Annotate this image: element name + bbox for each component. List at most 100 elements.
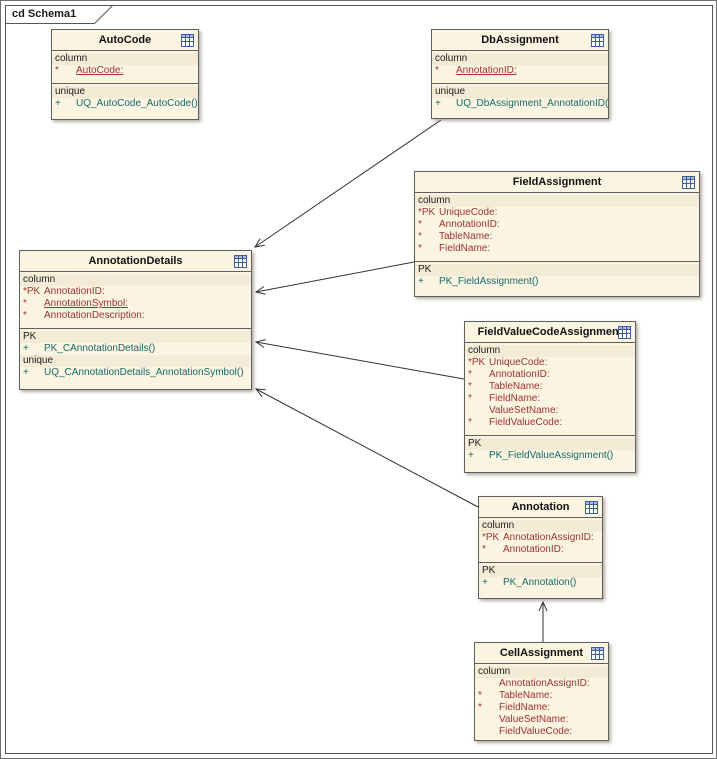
compartment-label: PK xyxy=(479,565,602,577)
row-prefix xyxy=(465,405,489,417)
column-row: * FieldName: xyxy=(465,393,635,405)
row-prefix: * xyxy=(468,393,472,404)
compartment-label: unique xyxy=(432,86,608,98)
row-prefix xyxy=(475,678,499,690)
row-text: PK_FieldAssignment() xyxy=(439,276,539,287)
row-text: ValueSetName: xyxy=(489,405,559,416)
compartment-label: column xyxy=(475,666,608,678)
operation-row: +UQ_DbAssignment_AnnotationID() xyxy=(432,98,608,110)
connector-fieldvaluecodeassignment-annotationdetails[interactable] xyxy=(254,339,465,380)
frame-label: cd Schema1 xyxy=(12,8,77,20)
compartment-label: PK xyxy=(465,438,635,450)
row-text: AnnotationID: xyxy=(456,65,517,76)
row-text: TableName: xyxy=(439,231,493,242)
row-prefix: + xyxy=(55,98,61,109)
operation-row: + UQ_CAnnotationDetails_AnnotationSymbol(… xyxy=(20,367,251,379)
row-text: AnnotationDescription: xyxy=(44,310,145,321)
column-row: *FieldValueCode: xyxy=(465,417,635,429)
row-prefix: * xyxy=(418,243,422,254)
row-text: AutoCode: xyxy=(76,65,124,76)
row-prefix: * xyxy=(23,298,27,309)
connector-dbassignment-annotationdetails[interactable] xyxy=(253,119,442,248)
row-prefix: * xyxy=(478,702,482,713)
row-text: AnnotationID: xyxy=(44,286,105,297)
column-row: FieldValueCode: xyxy=(475,726,608,738)
column-row: *AnnotationDescription: xyxy=(20,310,251,322)
entity-title-bar: AutoCode xyxy=(52,30,198,51)
row-text: FieldName: xyxy=(489,393,541,404)
compartment-label: column xyxy=(415,195,699,207)
compartment-label: column xyxy=(465,345,635,357)
row-prefix: * xyxy=(468,369,472,380)
entity-compartment: PK+PK_CAnnotationDetails()unique+UQ_CAnn… xyxy=(20,328,251,385)
entity-title-bar: Annotation xyxy=(479,497,602,518)
row-prefix: *PK xyxy=(23,286,41,297)
row-text: UQ_CAnnotationDetails_AnnotationSymbol() xyxy=(44,367,244,378)
column-row: AnnotationAssignID: xyxy=(475,678,608,690)
column-row: *FieldName: xyxy=(415,243,699,255)
compartment-label: column xyxy=(20,274,251,286)
column-row: * TableName: xyxy=(475,690,608,702)
table-icon xyxy=(585,501,598,514)
row-text: PK_FieldValueAssignment() xyxy=(489,450,614,461)
row-prefix: * xyxy=(55,65,59,76)
entity-title: DbAssignment xyxy=(481,34,559,46)
table-icon xyxy=(618,326,631,339)
row-prefix: + xyxy=(23,367,29,378)
entity-compartment: PK+PK_FieldAssignment() xyxy=(415,261,699,294)
table-icon xyxy=(591,34,604,47)
operation-row: +PK_FieldAssignment() xyxy=(415,276,699,288)
table-icon xyxy=(181,34,194,47)
row-prefix: + xyxy=(482,577,488,588)
row-text: ValueSetName: xyxy=(499,714,569,725)
connector-annotation-annotationdetails[interactable] xyxy=(254,388,479,508)
row-text: FieldName: xyxy=(499,702,551,713)
entity-title: FieldAssignment xyxy=(512,176,602,188)
row-prefix: * xyxy=(478,690,482,701)
entity-title-bar: DbAssignment xyxy=(432,30,608,51)
row-prefix: * xyxy=(435,65,439,76)
column-row: * FieldName: xyxy=(475,702,608,714)
column-row: * AutoCode: xyxy=(52,65,198,77)
row-text: PK_Annotation() xyxy=(503,577,577,588)
row-prefix: * xyxy=(418,231,422,242)
entity-title: AnnotationDetails xyxy=(88,255,183,267)
entity-compartment: unique+UQ_AutoCode_AutoCode() xyxy=(52,83,198,116)
operation-row: +PK_CAnnotationDetails() xyxy=(20,343,251,355)
compartment-label: unique xyxy=(20,355,251,367)
row-prefix: * xyxy=(468,381,472,392)
row-text: AnnotationAssignID: xyxy=(503,532,594,543)
row-text: TableName: xyxy=(499,690,553,701)
entity-autocode[interactable]: AutoCode column*AutoCode:unique+UQ_AutoC… xyxy=(51,29,199,120)
row-text: AnnotationSymbol: xyxy=(44,298,128,309)
entity-title: AutoCode xyxy=(98,34,152,46)
column-row: * AnnotationSymbol: xyxy=(20,298,251,310)
row-prefix xyxy=(475,714,499,726)
operation-row: + PK_FieldValueAssignment() xyxy=(465,450,635,462)
connector-fieldassignment-annotationdetails[interactable] xyxy=(254,261,415,295)
entity-title: CellAssignment xyxy=(499,647,584,659)
compartment-label: unique xyxy=(52,86,198,98)
column-row: *TableName: xyxy=(465,381,635,393)
row-prefix: + xyxy=(468,450,474,461)
row-prefix: *PK xyxy=(482,532,500,543)
entity-title-bar: CellAssignment xyxy=(475,643,608,664)
operation-row: + PK_Annotation() xyxy=(479,577,602,589)
row-prefix: + xyxy=(435,98,441,109)
entity-dbassignment[interactable]: DbAssignment column*AnnotationID:unique+… xyxy=(431,29,609,119)
diagram-frame-border xyxy=(5,5,713,754)
